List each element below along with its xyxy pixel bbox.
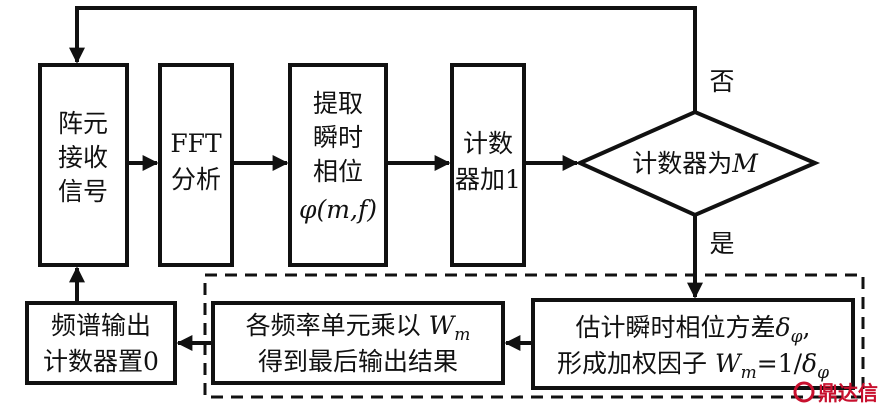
decision-text: 计数器为 bbox=[632, 149, 732, 178]
phase-line-1: 提取 bbox=[313, 89, 363, 118]
counter-increment-box bbox=[450, 63, 526, 267]
counter-line-1: 计数 bbox=[463, 129, 513, 158]
receive-signal-box bbox=[38, 63, 129, 267]
watermark-text: 鼎达信 bbox=[818, 381, 878, 405]
watermark: 鼎达信 bbox=[793, 381, 878, 405]
counter-decision bbox=[575, 109, 821, 218]
estimate-line-2: 形成加权因子 Wm=1/δφ bbox=[557, 349, 829, 383]
estimate-line-1-comma: , bbox=[803, 313, 811, 342]
multiply-line-1: 各频率单元乘以 Wm bbox=[246, 311, 471, 345]
receive-line-3: 信号 bbox=[58, 177, 108, 206]
multiply-line-1-subscript: m bbox=[454, 325, 470, 345]
output-reset-box bbox=[25, 301, 177, 385]
fft-line-2: 分析 bbox=[171, 165, 221, 194]
estimate-line-1: 估计瞬时相位方差δφ, bbox=[576, 313, 811, 347]
output-line-2: 计数器置0 bbox=[43, 347, 159, 376]
edge-label-yes: 是 bbox=[709, 229, 734, 258]
multiply-line-1-text: 各频率单元乘以 bbox=[246, 311, 429, 340]
multiply-line-1-var: W bbox=[429, 311, 457, 340]
edge-label-no: 否 bbox=[709, 67, 734, 96]
estimate-line-2-subscript-2: φ bbox=[817, 363, 829, 383]
multiply-weight-box bbox=[211, 301, 505, 385]
estimate-line-2-text: 形成加权因子 bbox=[557, 349, 715, 378]
watermark-logo-icon bbox=[793, 381, 815, 403]
estimate-line-2-equals: =1/ bbox=[757, 349, 803, 378]
receive-line-2: 接收 bbox=[58, 143, 108, 172]
counter-line-2: 器加1 bbox=[455, 165, 521, 194]
estimate-line-2-subscript: m bbox=[741, 363, 757, 383]
multiply-line-2: 得到最后输出结果 bbox=[258, 347, 458, 376]
output-line-1: 频谱输出 bbox=[51, 311, 151, 340]
receive-line-1: 阵元 bbox=[58, 109, 108, 138]
estimate-line-2-symbol: δ bbox=[802, 349, 817, 378]
fft-line-1: FFT bbox=[170, 129, 222, 158]
estimate-line-1-text: 估计瞬时相位方差 bbox=[576, 313, 776, 342]
phase-line-3: 相位 bbox=[313, 157, 363, 186]
estimate-line-1-subscript: φ bbox=[791, 327, 803, 347]
estimate-line-2-var: W bbox=[715, 349, 743, 378]
decision-label: 计数器为M bbox=[632, 149, 759, 178]
estimate-line-1-symbol: δ bbox=[776, 313, 791, 342]
phase-line-4: φ(m,f) bbox=[299, 195, 377, 224]
decision-var: M bbox=[731, 149, 759, 178]
weighting-group-frame bbox=[203, 273, 865, 399]
phase-line-2: 瞬时 bbox=[313, 123, 363, 152]
arrow-no-loop bbox=[69, 6, 697, 112]
